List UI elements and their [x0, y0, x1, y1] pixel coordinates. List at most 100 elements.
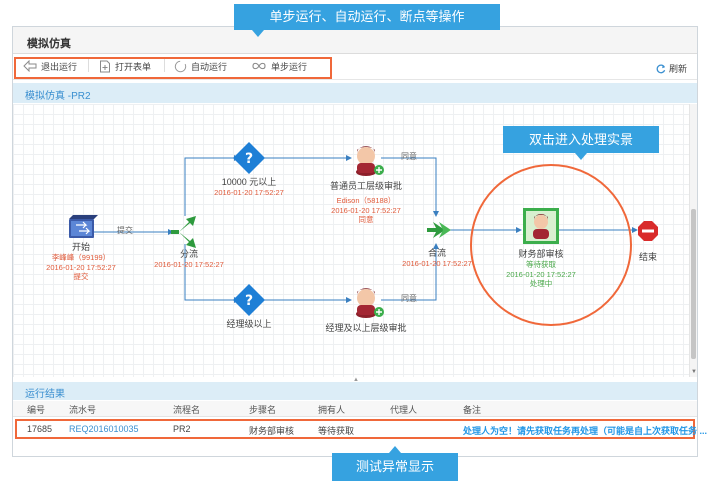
add-form-icon	[100, 60, 110, 72]
auto-run-circle-icon	[174, 60, 187, 72]
simulation-title: 模拟仿真 -PR2	[25, 91, 91, 102]
merge-node-icon	[427, 222, 451, 238]
column-header-process: 流程名	[173, 405, 201, 415]
split-node-icon	[169, 216, 196, 248]
start-node-time: 2016-01-20 17:52:27	[46, 262, 116, 272]
condition-upper-time: 2016-01-20 17:52:27	[214, 188, 284, 198]
toolbar-callout-pointer	[252, 30, 264, 37]
column-header-serial: 流水号	[69, 405, 97, 415]
condition-lower-name: 经理级以上	[226, 319, 272, 329]
condition-lower-node[interactable]: 经理级以上	[209, 319, 289, 330]
step-run-button[interactable]: 单步运行	[251, 58, 307, 74]
submit-edge-label: 提交	[117, 226, 133, 235]
double-click-highlight-circle	[470, 164, 632, 326]
row-owner: 等待获取	[318, 426, 355, 436]
finance-node[interactable]: 财务部审核 等待获取 2016-01-20 17:52:27 处理中	[495, 249, 587, 288]
approve-upper-name: 普通员工层级审批	[329, 181, 402, 191]
row-serial-link[interactable]: REQ2016010035	[69, 424, 139, 434]
simulation-title-bar: 模拟仿真 -PR2	[13, 83, 697, 103]
column-header-step: 步骤名	[249, 405, 277, 415]
exit-run-button[interactable]: 退出运行	[23, 58, 77, 74]
split-node-time: 2016-01-20 17:52:27	[154, 260, 224, 270]
double-click-callout: 双击进入处理实景	[503, 126, 659, 153]
scroll-down-icon[interactable]: ▼	[691, 369, 697, 375]
column-header-proxy: 代理人	[390, 405, 418, 415]
split-node-name: 分流	[179, 249, 198, 259]
refresh-icon	[656, 64, 666, 73]
approve-lower-node[interactable]: 经理及以上层级审批	[316, 323, 416, 334]
toolbar-callout: 单步运行、自动运行、断点等操作	[234, 4, 500, 30]
finance-node-time: 2016-01-20 17:52:27	[506, 269, 576, 279]
approve-upper-user: Edison（58188）	[336, 196, 396, 206]
condition-upper-name: 10000 元以上	[221, 177, 277, 187]
toolbar-divider	[88, 59, 89, 72]
open-form-button[interactable]: 打开表单	[99, 58, 151, 74]
agree-edge-label-upper: 同意	[401, 152, 417, 161]
condition-lower-icon: ?	[233, 284, 265, 316]
row-note-error: 处理人为空！请先获取任务再处理（可能是自上次获取任务 ...	[463, 426, 708, 436]
double-click-callout-pointer	[575, 153, 587, 160]
scrollbar-thumb[interactable]	[691, 209, 696, 359]
start-node-name: 开始	[71, 242, 90, 252]
auto-run-label: 自动运行	[191, 61, 228, 72]
svg-text:?: ?	[245, 151, 253, 167]
svg-text:?: ?	[245, 293, 253, 309]
toolbar: 退出运行 打开表单 自动运行 单步运行	[13, 55, 697, 80]
run-controls-highlight	[14, 57, 332, 79]
merge-node-time: 2016-01-20 17:52:27	[402, 259, 472, 269]
end-node[interactable]: 结束	[628, 252, 668, 263]
agree-edge-label-lower: 同意	[401, 294, 417, 303]
merge-node-name: 合流	[427, 248, 446, 258]
start-node-action: 提交	[73, 272, 89, 281]
results-title-bar: 运行结果	[13, 382, 697, 400]
connector-approve-merge-lower	[381, 243, 439, 301]
exit-run-label: 退出运行	[41, 61, 78, 72]
auto-run-button[interactable]: 自动运行	[174, 58, 227, 74]
table-row[interactable]: 17685 REQ2016010035 PR2 财务部审核 等待获取 处理人为空…	[15, 419, 707, 439]
split-node[interactable]: 分流 2016-01-20 17:52:27	[139, 249, 239, 270]
error-callout: 测试异常显示	[332, 453, 458, 481]
condition-upper-node[interactable]: 10000 元以上 2016-01-20 17:52:27	[199, 177, 299, 198]
refresh-label: 刷新	[668, 64, 687, 74]
toolbar-divider	[164, 59, 165, 72]
window-header: 模拟仿真	[13, 27, 697, 54]
results-title: 运行结果	[25, 389, 65, 400]
error-callout-pointer	[389, 446, 401, 453]
finance-node-status: 等待获取	[526, 260, 556, 270]
start-node-user: 李峰峰（99199）	[51, 253, 111, 263]
step-infinity-icon	[252, 62, 266, 70]
canvas-scrollbar[interactable]: ▼	[689, 104, 697, 377]
column-header-owner: 拥有人	[318, 405, 346, 415]
approve-upper-action: 同意	[358, 215, 374, 224]
finance-approver-icon	[523, 208, 559, 244]
refresh-button[interactable]: 刷新	[656, 62, 687, 75]
flow-diagram: ? ?	[69, 142, 658, 326]
end-node-name: 结束	[638, 252, 657, 262]
approver-upper-icon	[356, 146, 384, 176]
resize-handle-icon[interactable]: ▲	[353, 377, 359, 383]
open-form-label: 打开表单	[115, 61, 152, 72]
approve-lower-name: 经理及以上层级审批	[325, 323, 407, 333]
row-step: 财务部审核	[249, 426, 295, 436]
step-run-label: 单步运行	[271, 61, 308, 72]
results-table-header: 编号 流水号 流程名 步骤名 拥有人 代理人 备注	[13, 401, 697, 417]
column-header-note: 备注	[463, 405, 482, 415]
condition-upper-icon: ?	[233, 142, 265, 174]
merge-node[interactable]: 合流 2016-01-20 17:52:27	[387, 248, 487, 269]
column-header-id: 编号	[27, 405, 46, 415]
approver-lower-icon	[356, 288, 384, 318]
start-node-icon	[69, 215, 98, 238]
finance-node-name: 财务部审核	[518, 249, 564, 259]
start-node[interactable]: 开始 李峰峰（99199） 2016-01-20 17:52:27 提交	[39, 242, 123, 281]
row-process: PR2	[173, 424, 191, 434]
simulation-window: 模拟仿真 退出运行 打开表单	[12, 26, 707, 457]
approve-upper-time: 2016-01-20 17:52:27	[331, 205, 401, 215]
connector-split-upper	[184, 155, 240, 216]
window-title: 模拟仿真	[27, 38, 71, 50]
finance-node-state: 处理中	[529, 279, 553, 288]
connector-approve-merge-upper	[381, 157, 439, 217]
end-node-icon	[638, 221, 658, 241]
exit-arrow-icon	[23, 60, 37, 72]
approve-upper-node[interactable]: 普通员工层级审批 Edison（58188） 2016-01-20 17:52:…	[316, 181, 416, 224]
